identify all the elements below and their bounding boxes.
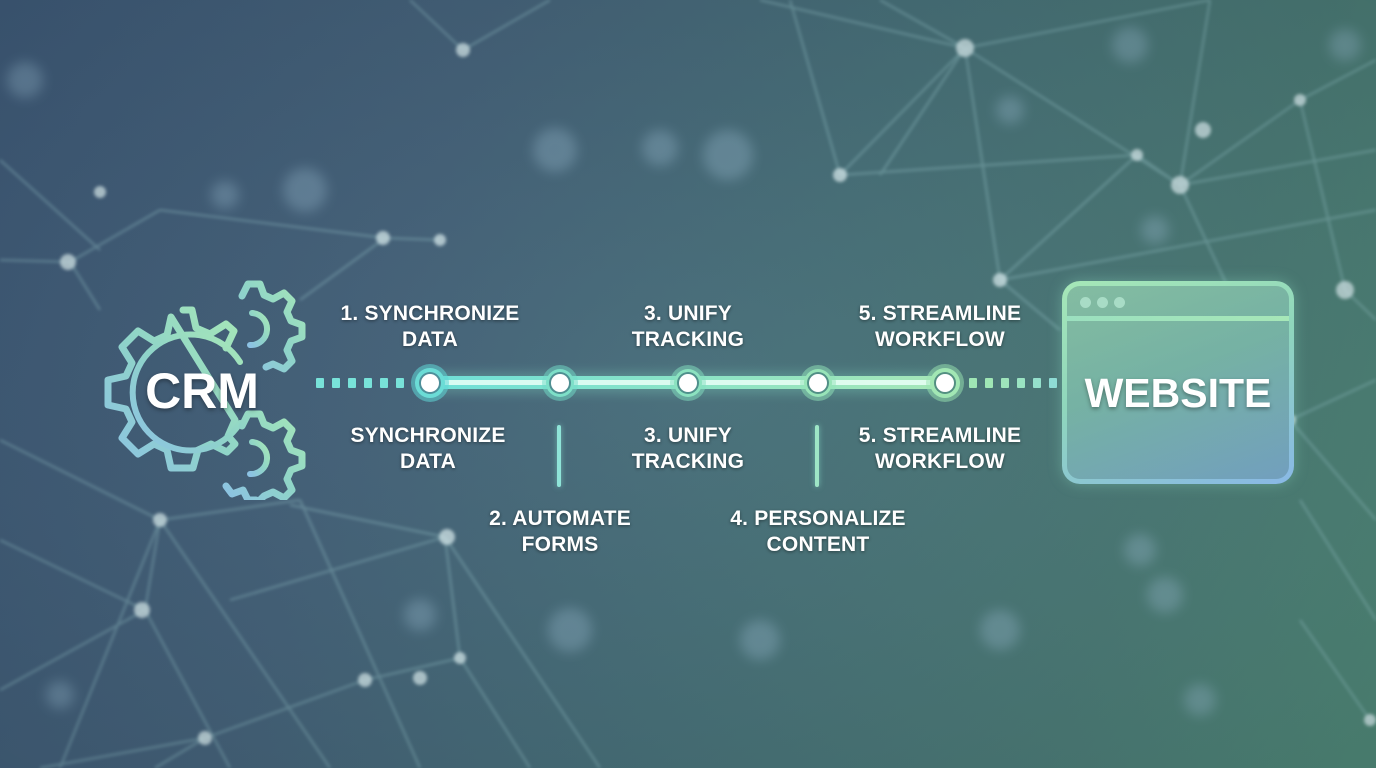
gears-icon bbox=[104, 280, 306, 500]
window-dot-icon bbox=[1114, 297, 1125, 308]
left-dotted-connector bbox=[316, 378, 404, 388]
timeline-node-5 bbox=[926, 364, 964, 402]
timeline-node-3 bbox=[670, 365, 706, 401]
browser-title-bar bbox=[1067, 316, 1289, 321]
connector-line-4 bbox=[815, 425, 819, 487]
website-label: WEBSITE bbox=[1084, 370, 1272, 416]
right-dotted-connector bbox=[969, 378, 1057, 388]
timeline-node-2 bbox=[542, 365, 578, 401]
browser-window-icon: WEBSITE bbox=[1062, 281, 1294, 484]
timeline-node-4 bbox=[800, 365, 836, 401]
crm-label: CRM bbox=[145, 363, 259, 419]
timeline-node-1 bbox=[411, 364, 449, 402]
connector-line-2 bbox=[557, 425, 561, 487]
window-dot-icon bbox=[1080, 297, 1091, 308]
window-dot-icon bbox=[1097, 297, 1108, 308]
